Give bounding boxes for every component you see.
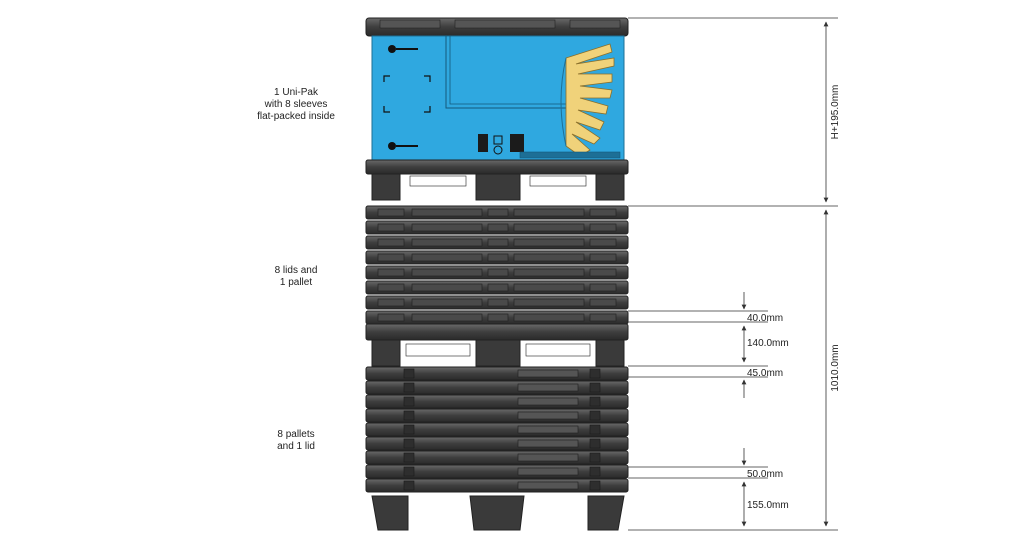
dim-pallet-height: 140.0mm <box>747 338 789 349</box>
pallet-base-feet <box>371 495 625 531</box>
pallet-upper <box>365 159 629 201</box>
lid-layer <box>365 235 629 250</box>
dimension-labels: H+195.0mm 1010.0mm 40.0mm 140.0mm 45.0mm… <box>747 85 841 511</box>
lid-layer <box>365 295 629 310</box>
unipak-box <box>365 17 629 161</box>
pallet-layer <box>365 380 629 395</box>
lids-label-line: 1 pallet <box>279 277 313 288</box>
unipak-label-line: with 8 sleeves <box>264 99 328 110</box>
pallet-middle <box>365 323 629 367</box>
lid-layer <box>365 310 629 325</box>
lids-label: 8 lids and 1 pallet <box>256 265 336 289</box>
lid-stack <box>365 205 629 325</box>
pallets-label: 8 pallets and 1 lid <box>256 429 336 453</box>
warning-pictograms-icon <box>478 134 524 155</box>
dim-pallet-step: 50.0mm <box>747 469 783 480</box>
pallets-label-line: and 1 lid <box>277 441 315 452</box>
lid-layer <box>365 265 629 280</box>
lid-layer <box>365 280 629 295</box>
pallet-layer <box>365 422 629 437</box>
folded-sleeves <box>560 43 615 157</box>
pallet-stack <box>365 366 629 493</box>
pallet-layer <box>365 436 629 451</box>
pallets-label-line: 8 pallets <box>277 429 315 440</box>
lid-layer <box>365 220 629 235</box>
pallet-layer <box>365 408 629 423</box>
dim-top-height: H+195.0mm <box>830 85 841 140</box>
lids-label-line: 8 lids and <box>274 265 318 276</box>
unipak-label-line: flat-packed inside <box>257 111 335 122</box>
label-frame-icon <box>383 75 431 113</box>
unipak-label-line: 1 Uni-Pak <box>274 87 318 98</box>
dim-total-height: 1010.0mm <box>830 344 841 391</box>
pallet-layer <box>365 450 629 465</box>
arrow-icon <box>388 45 418 53</box>
pallet-layer <box>365 366 629 381</box>
dim-lid-step: 45.0mm <box>747 368 783 379</box>
lid-layer <box>365 250 629 265</box>
unipak-label: 1 Uni-Pak with 8 sleeves flat-packed ins… <box>246 87 346 123</box>
pallet-layer <box>365 394 629 409</box>
dimension-lines <box>628 17 838 531</box>
pallet-layer <box>365 478 629 493</box>
dim-base-height: 155.0mm <box>747 500 789 511</box>
arrow-icon <box>388 142 418 150</box>
pallet-layer <box>365 464 629 479</box>
dim-lid-thickness: 40.0mm <box>747 313 783 324</box>
lid-layer <box>365 205 629 220</box>
